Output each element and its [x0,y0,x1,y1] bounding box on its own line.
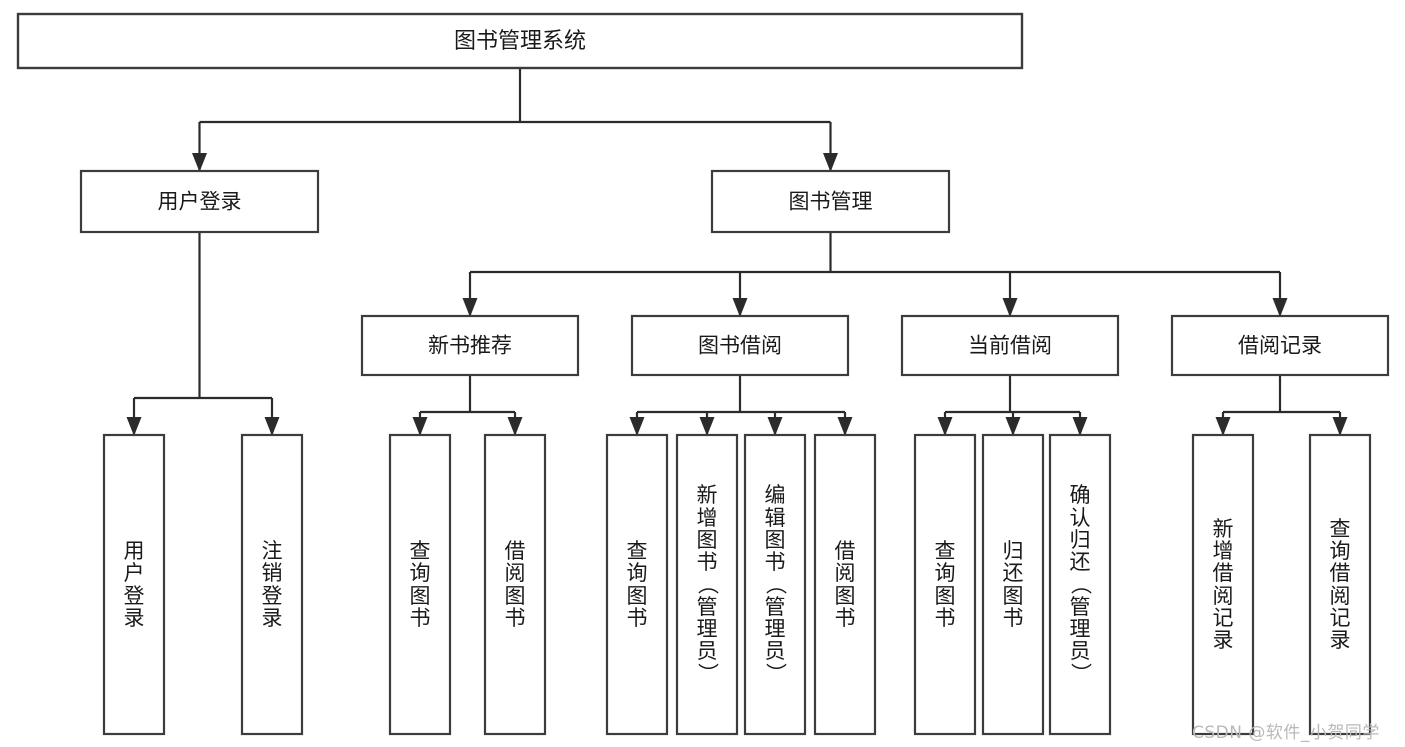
node-borrow-record-rect[interactable] [1170,314,1390,377]
node-borrow-record-to-leaves-arrow-1 [1332,417,1348,436]
node-new-book-rec-to-leaves-arrow-1 [507,417,523,436]
node-leaf-user-login-rect[interactable] [102,433,166,736]
bookmanage-to-level2-arrow-3 [1272,298,1288,317]
node-book-borrow-label: 图书借阅 [698,334,782,358]
node-book-manage-rect[interactable] [710,169,951,234]
node-new-book-rec-to-leaves-arrow-0 [412,417,428,436]
node-leaf-return-book-rect[interactable] [981,433,1045,736]
node-leaf-query-book-cur-rect[interactable] [913,433,977,736]
userlogin-to-leaves-arrow-1 [264,417,280,436]
node-borrow-record[interactable]: 借阅记录 [1170,314,1390,377]
node-book-borrow-to-leaves-arrow-0 [629,417,645,436]
node-current-borrow-to-leaves-arrow-2 [1072,417,1088,436]
bookmanage-to-level2-arrow-0 [462,298,478,317]
node-leaf-confirm-return-admin[interactable] [1048,433,1112,736]
node-leaf-add-book-admin[interactable] [675,433,739,736]
connectors-layer [126,68,1348,436]
node-borrow-record-to-leaves-arrow-0 [1215,417,1231,436]
node-leaf-borrow-book-rec-rect[interactable] [483,433,547,736]
node-root-system-rect[interactable] [16,12,1024,70]
node-leaf-edit-book-admin[interactable] [743,433,807,736]
node-leaf-query-book-cur[interactable] [913,433,977,736]
node-book-borrow[interactable]: 图书借阅 [630,314,850,377]
node-user-login-label: 用户登录 [158,190,242,214]
node-user-login[interactable]: 用户登录 [79,169,320,234]
node-root-system-label: 图书管理系统 [454,29,586,54]
node-borrow-record-label: 借阅记录 [1238,334,1322,358]
node-root-system[interactable]: 图书管理系统 [16,12,1024,70]
node-book-manage-label: 图书管理 [789,190,873,214]
bookmanage-to-level2-arrow-1 [732,298,748,317]
node-leaf-query-book-borrow[interactable] [605,433,669,736]
node-leaf-edit-book-admin-rect[interactable] [743,433,807,736]
node-current-borrow[interactable]: 当前借阅 [900,314,1120,377]
node-leaf-logout[interactable] [240,433,304,736]
node-leaf-borrow-book[interactable] [813,433,877,736]
node-book-manage[interactable]: 图书管理 [710,169,951,234]
node-leaf-add-borrow-record[interactable] [1191,433,1255,736]
node-book-borrow-to-leaves-arrow-1 [699,417,715,436]
node-leaf-borrow-book-rect[interactable] [813,433,877,736]
node-leaf-confirm-return-admin-rect[interactable] [1048,433,1112,736]
node-new-book-rec[interactable]: 新书推荐 [360,314,580,377]
node-leaf-borrow-book-rec[interactable] [483,433,547,736]
node-leaf-return-book[interactable] [981,433,1045,736]
root-to-level1-arrow-1 [823,153,838,172]
node-book-borrow-to-leaves-arrow-2 [767,417,783,436]
node-book-borrow-rect[interactable] [630,314,850,377]
node-leaf-add-borrow-record-rect[interactable] [1191,433,1255,736]
bookmanage-to-level2-arrow-2 [1002,298,1018,317]
node-leaf-query-borrow-record-rect[interactable] [1308,433,1372,736]
node-current-borrow-label: 当前借阅 [968,334,1052,358]
node-user-login-rect[interactable] [79,169,320,234]
node-new-book-rec-label: 新书推荐 [428,334,512,358]
node-leaf-query-book-borrow-rect[interactable] [605,433,669,736]
node-leaf-query-book-rec[interactable] [388,433,452,736]
node-book-borrow-to-leaves-arrow-3 [837,417,853,436]
node-current-borrow-rect[interactable] [900,314,1120,377]
node-new-book-rec-rect[interactable] [360,314,580,377]
userlogin-to-leaves-arrow-0 [126,417,142,436]
node-current-borrow-to-leaves-arrow-1 [1005,417,1021,436]
node-leaf-logout-rect[interactable] [240,433,304,736]
node-leaf-query-book-rec-rect[interactable] [388,433,452,736]
root-to-level1-arrow-0 [192,153,207,172]
node-leaf-query-borrow-record[interactable] [1308,433,1372,736]
node-leaf-add-book-admin-rect[interactable] [675,433,739,736]
node-leaf-user-login[interactable] [102,433,166,736]
node-current-borrow-to-leaves-arrow-0 [937,417,953,436]
